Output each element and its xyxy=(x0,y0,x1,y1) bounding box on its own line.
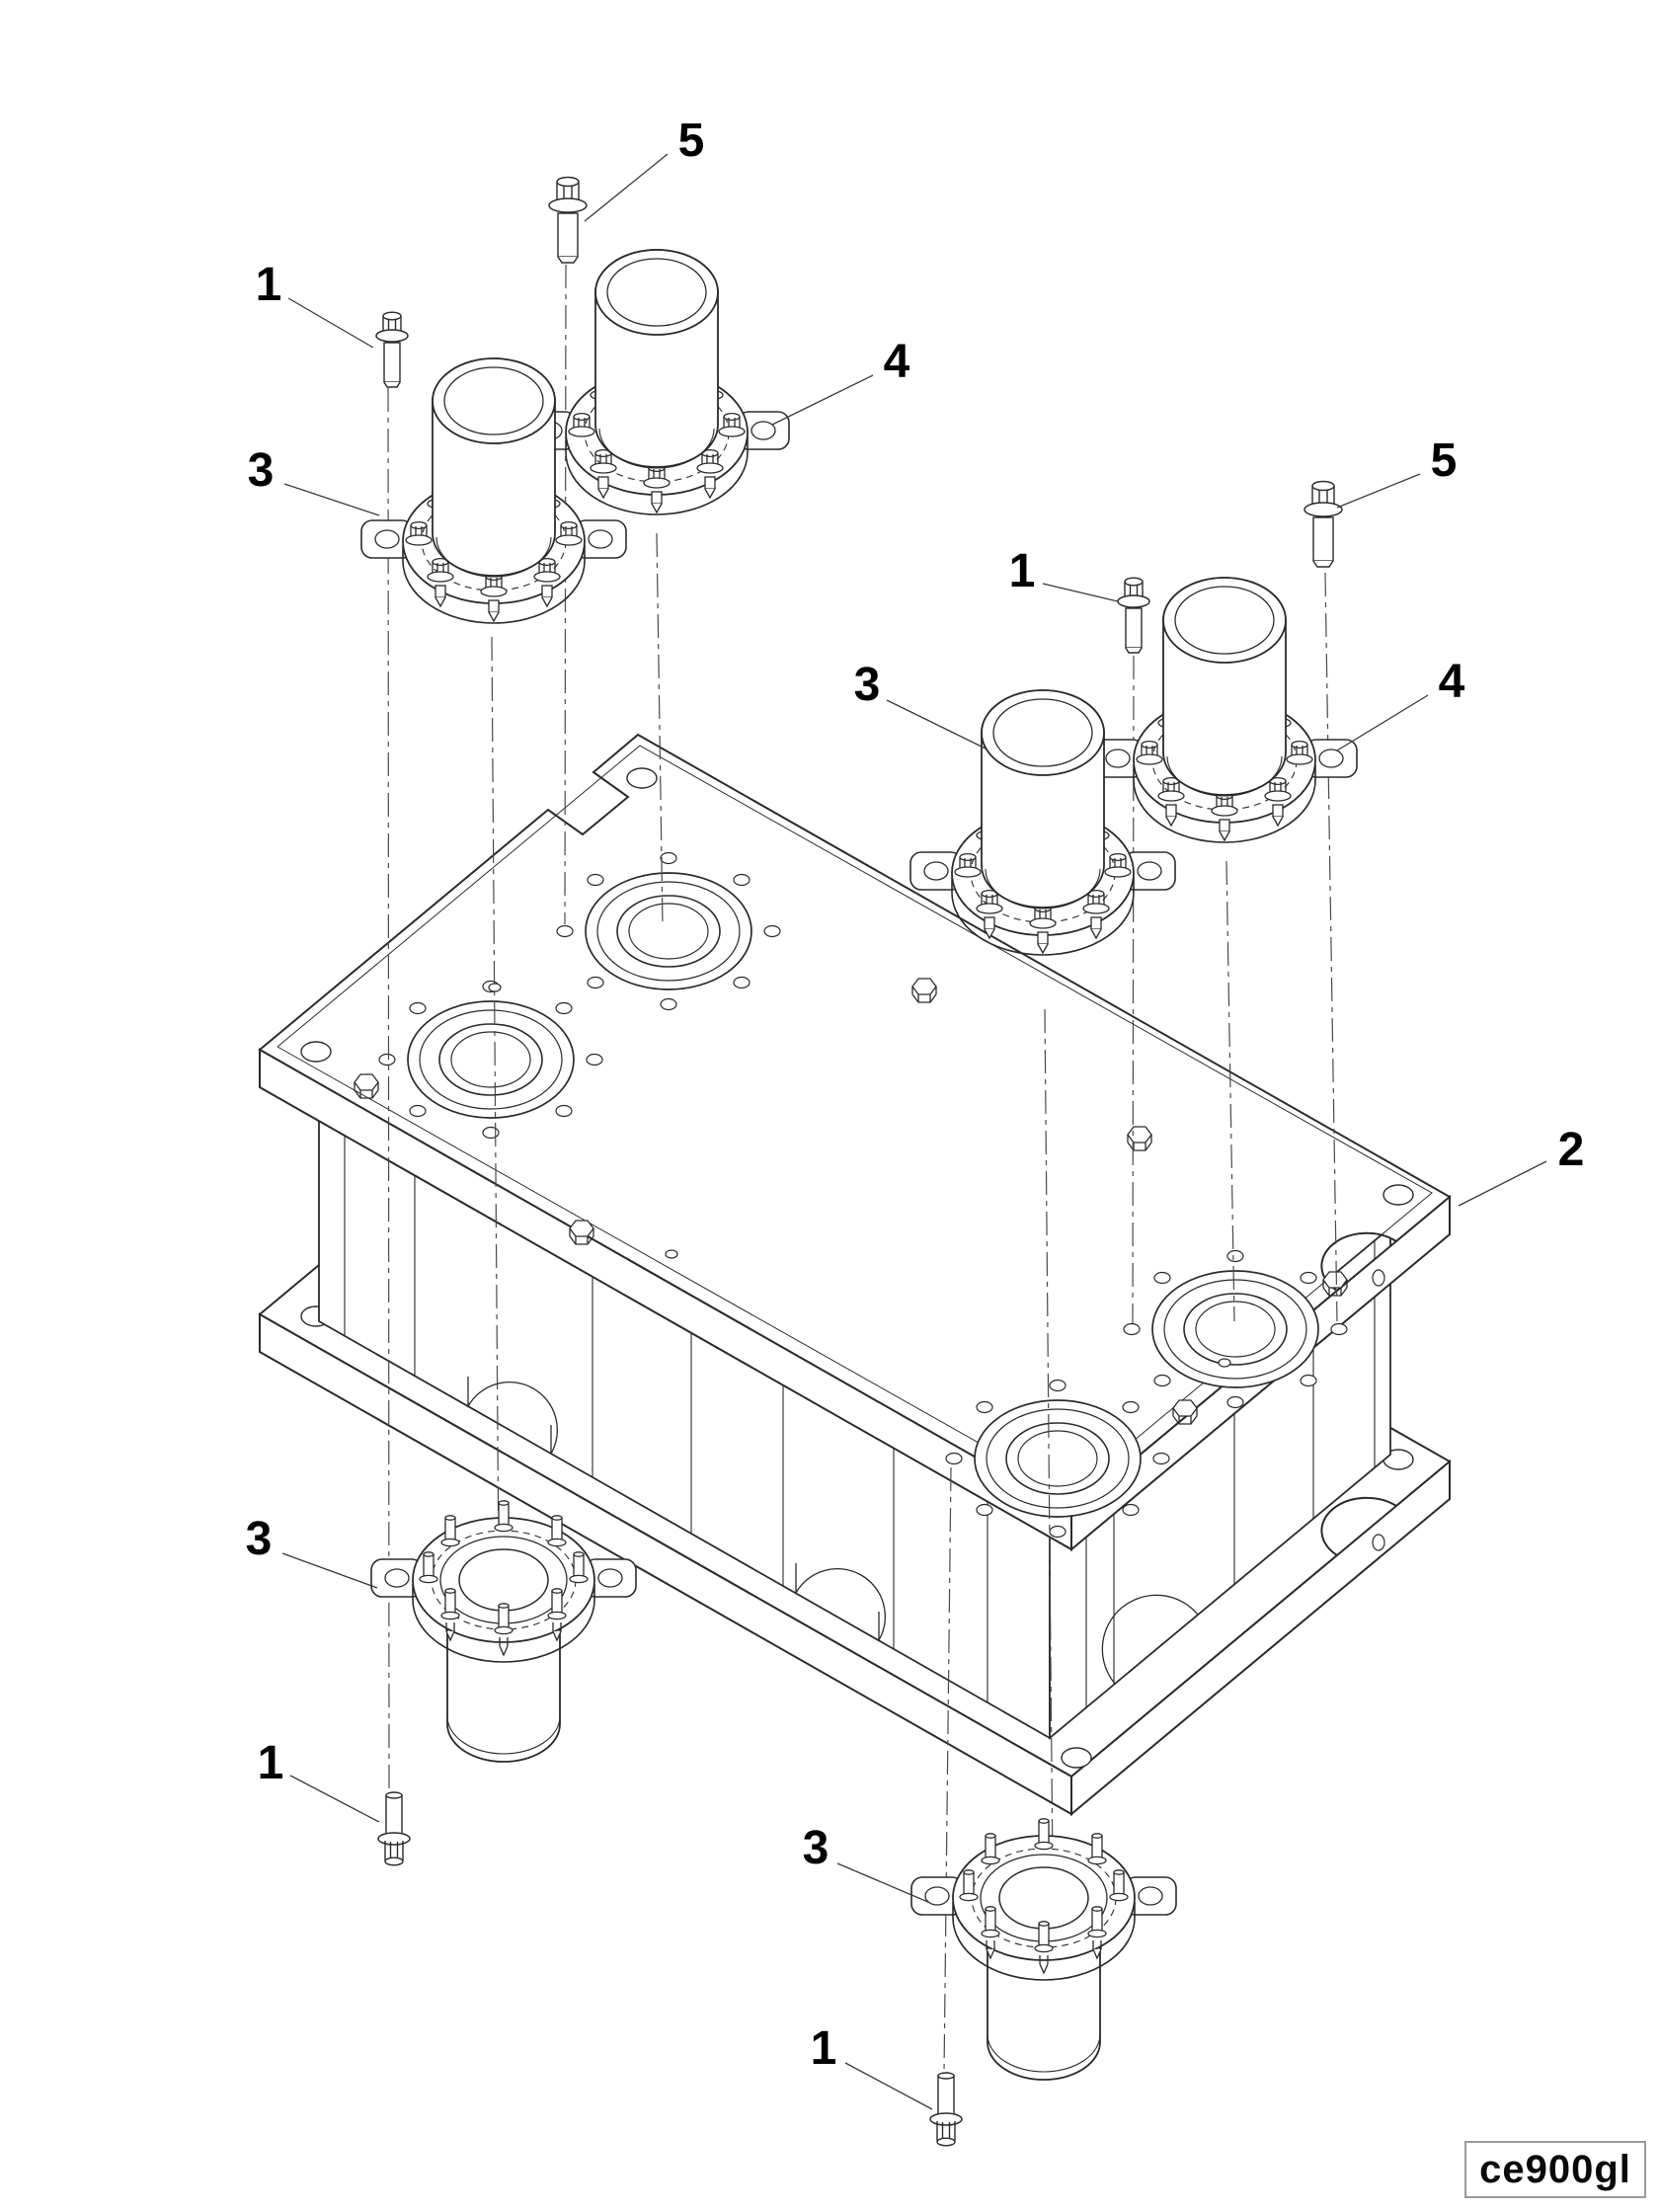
drawing-code-text: ce900gl xyxy=(1479,2147,1631,2191)
callout-1-right: 1 xyxy=(1009,545,1036,597)
callout-4-top-left: 4 xyxy=(884,336,910,388)
callout-1-top-left: 1 xyxy=(256,259,282,311)
flange-3-bottom-right xyxy=(911,1819,1176,2080)
bolt-1-right xyxy=(1117,577,1150,654)
port-front-right xyxy=(945,1379,1170,1539)
port-rear-left xyxy=(556,851,781,1011)
callout-4-right: 4 xyxy=(1439,656,1465,708)
callout-1-bottom-left: 1 xyxy=(258,1737,284,1789)
bolt-1-bottom-left xyxy=(377,1791,411,1866)
bolt-1-bottom-right xyxy=(929,2072,963,2147)
counter-flange-4-top-left xyxy=(524,250,789,514)
callout-2-body: 2 xyxy=(1558,1124,1585,1176)
callout-leader-lines xyxy=(281,153,1547,2110)
callout-3-top-left: 3 xyxy=(248,444,275,497)
callout-3-bottom-left: 3 xyxy=(246,1513,273,1565)
drawing-code-label: ce900gl xyxy=(1464,2141,1646,2198)
small-holes xyxy=(488,983,1231,1368)
bolt-5-top-left xyxy=(548,176,588,264)
port-rear-right xyxy=(1123,1249,1348,1409)
assembly-centerlines xyxy=(387,264,1338,2075)
port-front-left xyxy=(378,980,603,1140)
bolt-5-right xyxy=(1304,480,1343,568)
callout-1-bottom-right: 1 xyxy=(811,2022,837,2075)
callout-5-top-left: 5 xyxy=(678,115,705,167)
bolt-1-top-left xyxy=(375,311,409,388)
heat-exchanger-body xyxy=(258,733,1452,1817)
callout-3-bottom-right: 3 xyxy=(803,1822,830,1874)
callout-3-right: 3 xyxy=(854,659,881,711)
callout-5-right: 5 xyxy=(1431,434,1458,487)
